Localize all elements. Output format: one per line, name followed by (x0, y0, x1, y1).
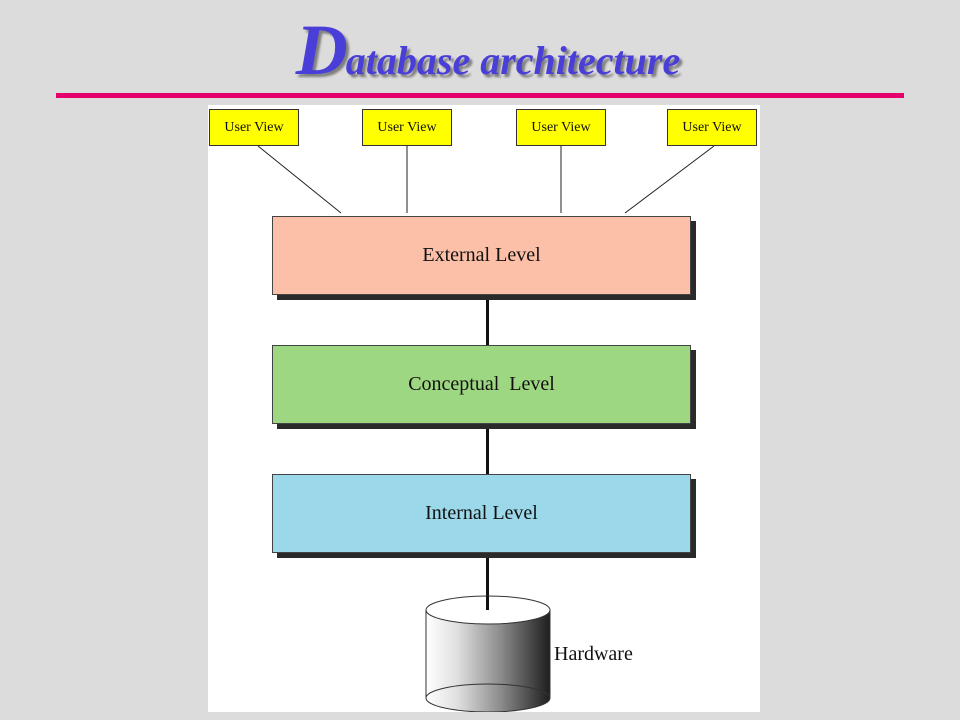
connector-internal-hardware (486, 558, 489, 610)
external-level-label: External Level (422, 244, 541, 266)
internal-level-label: Internal Level (425, 502, 538, 524)
user-view-box-1: User View (209, 109, 299, 146)
external-level-box: External Level (272, 216, 691, 295)
hardware-disk-icon (425, 595, 551, 712)
connector-lines (257, 145, 715, 712)
title-initial-letter: D (295, 10, 348, 90)
user-view-box-3: User View (516, 109, 606, 146)
connector-user-view-4 (624, 145, 715, 214)
title-text: atabase architecture (345, 38, 681, 83)
connector-user-view-1 (257, 145, 342, 214)
conceptual-level-label: Conceptual Level (408, 373, 555, 395)
user-view-box-4: User View (667, 109, 757, 146)
hardware-label: Hardware (554, 643, 633, 665)
connector-external-conceptual (486, 300, 489, 345)
internal-level-box: Internal Level (272, 474, 691, 553)
connector-conceptual-internal (486, 429, 489, 474)
architecture-diagram: User View User View User View User View … (208, 105, 760, 712)
user-view-box-2: User View (362, 109, 452, 146)
conceptual-level-box: Conceptual Level (272, 345, 691, 424)
title-underline (56, 93, 904, 98)
slide-title: Database architecture (0, 14, 960, 86)
